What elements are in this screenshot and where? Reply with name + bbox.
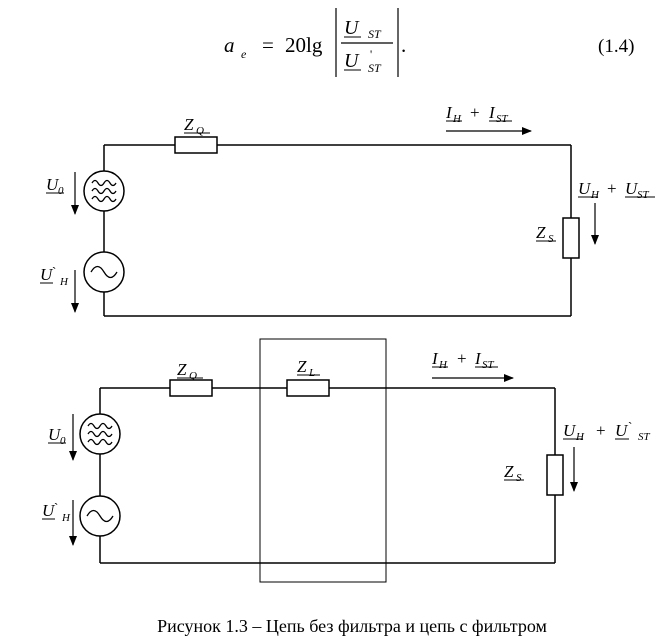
top-zs-sub: S: [548, 233, 554, 245]
bottom-load-a: U: [563, 421, 577, 440]
bottom-zl-sub: L: [308, 367, 315, 379]
eq-numerator-symbol: U: [344, 17, 360, 39]
top-current-a-sub: H: [452, 113, 462, 125]
bottom-uh-src-sub: H: [61, 512, 71, 524]
top-u0-sub: 0: [58, 185, 64, 197]
bottom-load-mark: `: [628, 419, 632, 434]
bottom-zl-main: Z: [297, 357, 307, 376]
eq-numerator-subscript: ST: [368, 27, 382, 41]
bottom-zl-resistor: [286, 379, 330, 397]
bottom-current-a-sub: H: [438, 359, 448, 371]
top-uh-src-main: U: [40, 265, 54, 284]
top-load-plus: +: [607, 179, 617, 198]
top-uh-source-label: U ` H: [40, 264, 69, 288]
top-load-b-sub: ST: [637, 189, 650, 201]
bottom-zs-resistor: [546, 454, 564, 496]
bottom-load-a-sub: H: [575, 431, 585, 443]
bottom-current-b-sub: ST: [482, 359, 495, 371]
top-load-b: U: [625, 179, 639, 198]
eq-denominator-prime: ': [370, 47, 372, 61]
top-zs-main: Z: [536, 223, 546, 242]
eq-denominator-subscript: ST: [368, 61, 382, 75]
bottom-load-voltage-label: U H + U ` ST: [563, 419, 651, 443]
bottom-current-plus: +: [457, 349, 467, 368]
circuit-without-filter: [71, 127, 599, 317]
bottom-load-b-sub: ST: [638, 431, 651, 443]
bottom-current-a: I: [431, 349, 439, 368]
eq-denominator-symbol: U: [344, 50, 360, 72]
bottom-zq-resistor: [169, 379, 213, 397]
top-current-label: I H + I ST: [445, 103, 512, 125]
bottom-zq-label: Z Q: [177, 360, 203, 382]
bottom-load-b: U: [615, 421, 629, 440]
top-current-b: I: [488, 103, 496, 122]
bottom-uh-src-main: U: [42, 501, 56, 520]
eq-lhs-subscript: e: [241, 47, 247, 61]
circuit-with-filter: [69, 338, 578, 583]
circuit-without-filter-labels: Z Q I H + I ST U 0 U ` H U H +: [40, 103, 655, 288]
sine-icon: [86, 509, 114, 523]
bottom-current-b: I: [474, 349, 482, 368]
top-current-plus: +: [470, 103, 480, 122]
bottom-zq-main: Z: [177, 360, 187, 379]
eq-coefficient: 20lg: [285, 33, 323, 57]
top-current-a: I: [445, 103, 453, 122]
bottom-load-plus: +: [596, 421, 606, 440]
top-load-a: U: [578, 179, 592, 198]
bottom-zs-sub: S: [516, 472, 522, 484]
bottom-u0-sub: 0: [60, 435, 66, 447]
figure-caption: Рисунок 1.3 – Цепь без фильтра и цепь с …: [157, 616, 547, 636]
bottom-u0-label: U 0: [48, 425, 66, 447]
bottom-zs-label: Z S: [504, 462, 524, 484]
bottom-uh-source-label: U ` H: [42, 500, 71, 524]
top-zs-resistor: [562, 217, 580, 259]
top-uh-src-mark: `: [52, 264, 56, 279]
bottom-u0-main: U: [48, 425, 62, 444]
eq-equals: =: [262, 33, 274, 57]
equation-1-4: a e = 20lg U ST U ' ST . (1.4): [224, 8, 634, 77]
bottom-current-label: I H + I ST: [431, 349, 498, 371]
top-zq-main: Z: [184, 115, 194, 134]
top-current-b-sub: ST: [496, 113, 509, 125]
top-u0-label: U 0: [46, 175, 64, 197]
sine-icon: [90, 265, 118, 279]
circuit-with-filter-labels: Z Q Z L I H + I ST U 0 U ` H: [42, 349, 651, 524]
top-zq-label: Z Q: [184, 115, 210, 137]
wave-icon: [87, 422, 113, 446]
bottom-zs-main: Z: [504, 462, 514, 481]
eq-period: .: [401, 33, 406, 57]
top-zq-sub: Q: [196, 125, 204, 137]
wave-icon: [91, 179, 117, 203]
top-uh-src-sub: H: [59, 276, 69, 288]
filter-box: [259, 338, 387, 583]
top-u0-main: U: [46, 175, 60, 194]
bottom-zq-sub: Q: [189, 370, 197, 382]
top-load-voltage-label: U H + U ST: [578, 179, 655, 201]
bottom-zl-label: Z L: [297, 357, 320, 379]
bottom-uh-src-mark: `: [54, 500, 58, 515]
top-load-a-sub: H: [590, 189, 600, 201]
eq-lhs-symbol: a: [224, 33, 235, 57]
top-zq-resistor: [174, 136, 218, 154]
top-zs-label: Z S: [536, 223, 556, 245]
eq-number: (1.4): [598, 36, 634, 57]
